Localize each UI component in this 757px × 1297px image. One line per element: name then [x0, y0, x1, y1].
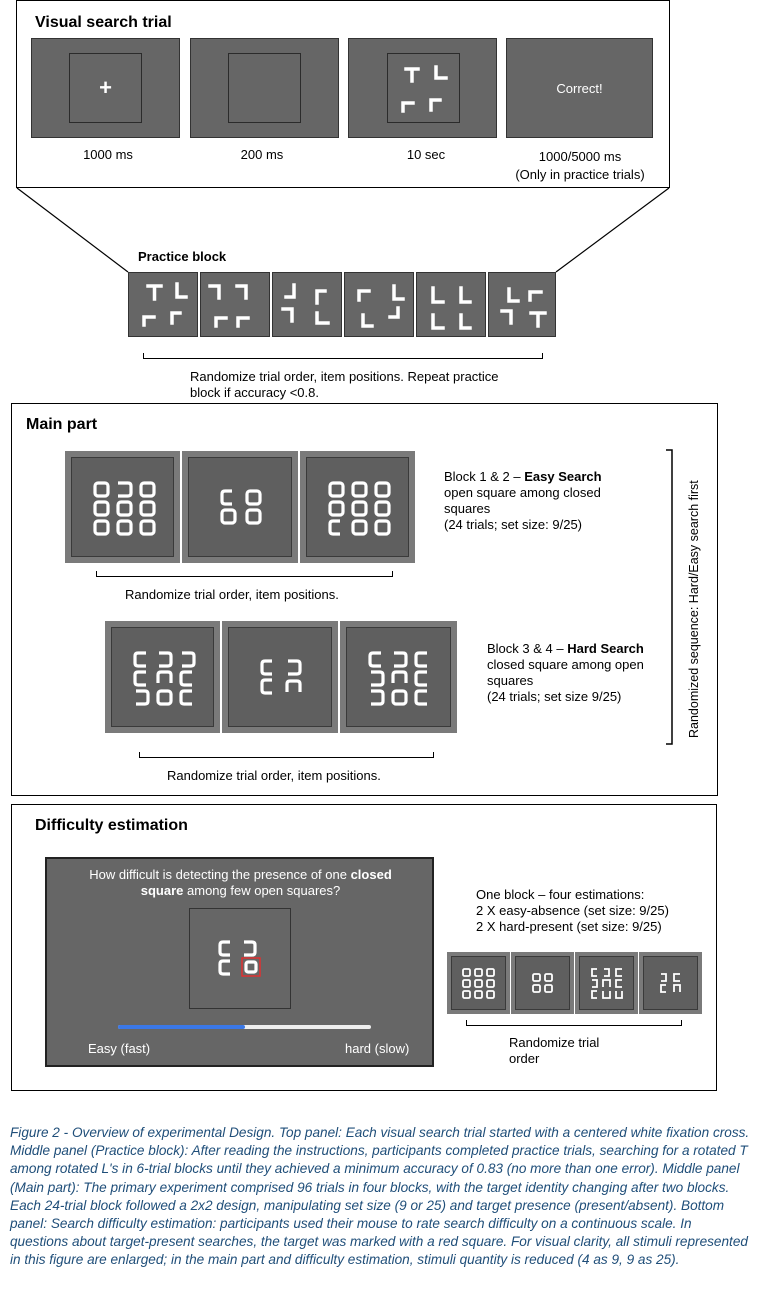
hard-search-items-25	[133, 651, 196, 706]
practice-bracket	[143, 353, 543, 359]
search-display-screen	[348, 38, 497, 138]
hard-search-display-1	[105, 621, 220, 733]
easy-search-items-25b	[328, 481, 391, 536]
target-marker	[241, 957, 261, 977]
hard-search-display-3	[340, 621, 457, 733]
blank-screen	[190, 38, 339, 138]
duration-feedback: 1000/5000 ms	[538, 149, 622, 164]
hard-block-bracket	[139, 752, 434, 758]
estimation-stimulus-1	[447, 952, 510, 1014]
feedback-text: Correct!	[556, 81, 603, 96]
practice-stimulus-3	[272, 272, 342, 337]
duration-feedback-note: (Only in practice trials)	[515, 167, 645, 182]
estimation-block-description: One block – four estimations: 2 X easy-a…	[476, 887, 669, 934]
hard-search-display-2	[222, 621, 338, 733]
figure-caption: Figure 2 - Overview of experimental Desi…	[10, 1125, 750, 1268]
difficulty-question: How difficult is detecting the presence …	[89, 867, 392, 898]
duration-blank: 200 ms	[240, 147, 284, 162]
practice-stimulus-2	[200, 272, 270, 337]
estimation-stimulus-3	[575, 952, 638, 1014]
estimation-stimulus-4	[639, 952, 702, 1014]
feedback-screen: Correct!	[506, 38, 653, 138]
difficulty-stimulus-box	[189, 908, 291, 1009]
duration-fixation: 1000 ms	[83, 147, 133, 162]
fixation-cross: +	[99, 75, 112, 100]
practice-block-title: Practice block	[138, 249, 227, 264]
easy-block-bracket	[96, 571, 393, 577]
estimation-stimulus-2	[511, 952, 574, 1014]
practice-stimulus-1	[128, 272, 198, 337]
difficulty-slider-fill	[118, 1025, 245, 1029]
main-part-title: Main part	[26, 416, 98, 433]
hard-search-items-25b	[368, 651, 427, 706]
sequence-bracket	[666, 449, 673, 745]
zoom-lines	[16, 187, 670, 273]
easy-search-items-25	[93, 481, 156, 536]
visual-search-trial-title: Visual search trial	[35, 14, 172, 31]
search-items	[401, 65, 448, 113]
difficulty-slider-track[interactable]	[118, 1025, 371, 1029]
hard-search-items-9	[260, 659, 302, 695]
difficulty-stimulus-items	[218, 940, 261, 977]
practice-randomize-note: Randomize trial order, item positions. R…	[190, 369, 499, 400]
practice-stimulus-6	[488, 272, 556, 337]
estimation-randomize: Randomize trial order	[509, 1035, 600, 1066]
easy-search-items-9	[220, 489, 262, 525]
easy-label: Easy (fast)	[88, 1041, 151, 1056]
difficulty-estimation-title: Difficulty estimation	[35, 817, 188, 834]
easy-search-display-3	[300, 451, 415, 563]
practice-stimulus-5	[416, 272, 486, 337]
difficulty-rating-screen: How difficult is detecting the presence …	[45, 857, 434, 1067]
easy-search-display-2	[182, 451, 298, 563]
estimation-bracket	[466, 1020, 682, 1026]
duration-search: 10 sec	[406, 147, 446, 162]
block12-description: Block 1 & 2 – Easy Search open square am…	[444, 469, 602, 532]
sequence-label: Randomized sequence: Hard/Easy search fi…	[687, 480, 701, 738]
easy-block-randomize: Randomize trial order, item positions.	[125, 587, 339, 602]
hard-label: hard (slow)	[345, 1041, 410, 1056]
practice-stimulus-4	[344, 272, 414, 337]
easy-search-display-1	[65, 451, 180, 563]
hard-block-randomize: Randomize trial order, item positions.	[167, 768, 381, 783]
block34-description: Block 3 & 4 – Hard Search closed square …	[487, 641, 644, 704]
fixation-screen: +	[31, 38, 180, 138]
